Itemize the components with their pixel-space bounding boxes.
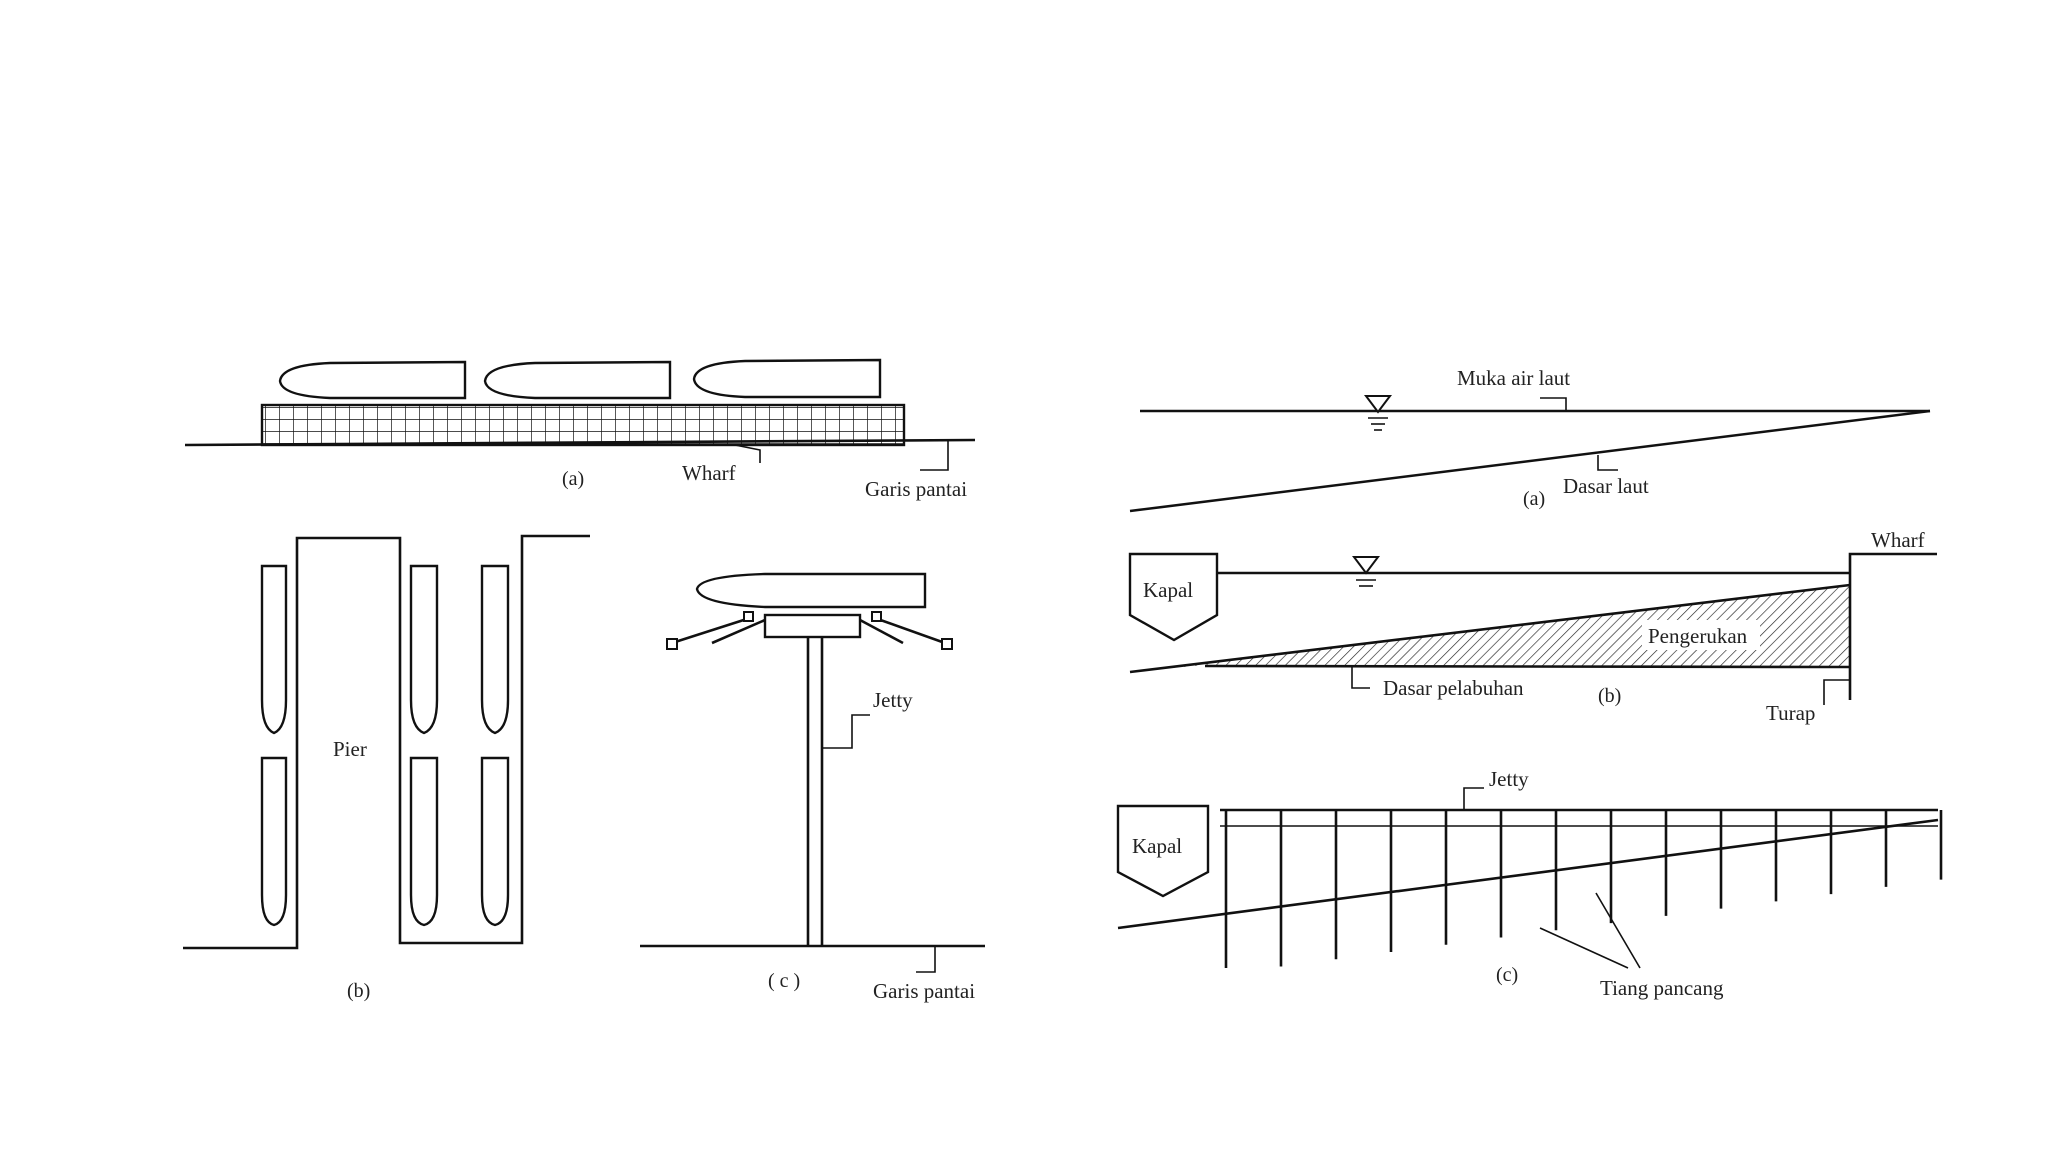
pile-group bbox=[1224, 810, 1943, 968]
mooring-line-2 bbox=[711, 618, 766, 645]
ship-hull-3 bbox=[692, 358, 882, 399]
sheet-pile-leader bbox=[1823, 679, 1850, 705]
ship-pier-1 bbox=[260, 564, 288, 735]
dredging-label-bg bbox=[1642, 620, 1760, 650]
harbor-bed-label: Dasar pelabuhan bbox=[1383, 676, 1524, 700]
pile-leader-1 bbox=[1539, 927, 1629, 969]
water-level-symbol bbox=[1364, 395, 1392, 414]
ship-pier-3 bbox=[409, 564, 439, 735]
seabed-leader bbox=[1597, 455, 1618, 471]
pier-label: Pier bbox=[333, 737, 367, 761]
dredging-label: Pengerukan bbox=[1648, 624, 1748, 648]
sea-level-leader bbox=[1540, 397, 1567, 411]
left-panel-c: Jetty ( c ) Garis pantai bbox=[640, 572, 985, 1003]
original-seabed-b bbox=[1129, 583, 1851, 674]
right-panel-a: Muka air laut Dasar laut (a) bbox=[1129, 366, 1931, 513]
mooring-line-4 bbox=[859, 618, 904, 645]
bollard-2 bbox=[871, 611, 882, 622]
seabed-line bbox=[1129, 409, 1931, 513]
mooring-line-1 bbox=[671, 615, 754, 645]
caption-right-c: (c) bbox=[1496, 964, 1518, 986]
ship-jetty bbox=[695, 572, 927, 609]
seabed-line-c bbox=[1117, 818, 1939, 930]
left-panel-b: Pier (b) bbox=[183, 534, 590, 1002]
ship-label-b: Kapal bbox=[1143, 578, 1193, 602]
jetty-leader bbox=[822, 714, 870, 749]
mooring-dolphin-2 bbox=[941, 638, 953, 650]
mooring-dolphin-1 bbox=[666, 638, 678, 650]
wharf-structure bbox=[260, 403, 906, 447]
pier-outline bbox=[183, 534, 590, 950]
jetty-leader-c bbox=[1463, 787, 1484, 810]
wharf-wall bbox=[1848, 552, 1937, 700]
mooring-line-3 bbox=[871, 615, 946, 645]
wharf-label: Wharf bbox=[682, 461, 736, 485]
ship-pier-4 bbox=[409, 756, 439, 927]
jetty-label: Jetty bbox=[873, 688, 913, 712]
ship-pier-5 bbox=[480, 564, 510, 735]
ship-profile-c bbox=[1116, 804, 1210, 898]
wharf-label-b: Wharf bbox=[1871, 528, 1925, 552]
harbor-bed-leader bbox=[1351, 666, 1370, 689]
ship-label-c: Kapal bbox=[1132, 834, 1182, 858]
caption-right-b: (b) bbox=[1598, 685, 1621, 707]
ship-hull-2 bbox=[483, 360, 672, 400]
ship-profile-b bbox=[1128, 552, 1219, 642]
shoreline-leader bbox=[920, 440, 949, 471]
shoreline bbox=[184, 438, 976, 447]
ship-hull-1 bbox=[278, 360, 467, 400]
sea-level-label: Muka air laut bbox=[1457, 366, 1570, 390]
caption-left-c: ( c ) bbox=[768, 970, 800, 992]
right-panel-b: Kapal Wharf Pengerukan Dasar pelabuhan (… bbox=[1128, 528, 1937, 725]
shoreline-leader-c bbox=[916, 946, 936, 973]
shoreline-label-c: Garis pantai bbox=[873, 979, 975, 1003]
ship-pier-6 bbox=[480, 756, 510, 927]
jetty-label-c: Jetty bbox=[1489, 767, 1529, 791]
wharf-leader bbox=[734, 444, 761, 463]
left-panel-a: (a) Wharf Garis pantai bbox=[184, 358, 976, 501]
caption-right-a: (a) bbox=[1523, 488, 1545, 510]
bollard-1 bbox=[743, 611, 754, 622]
jetty-head bbox=[763, 613, 862, 639]
sheet-pile-label: Turap bbox=[1766, 701, 1815, 725]
caption-left-a: (a) bbox=[562, 468, 584, 490]
harbor-bed-line bbox=[1204, 664, 1851, 669]
right-panel-c: Kapal Jetty (c) Tiang pancang bbox=[1116, 767, 1943, 1000]
caption-left-b: (b) bbox=[347, 980, 370, 1002]
water-level-symbol-b bbox=[1352, 556, 1380, 575]
pile-leader-2 bbox=[1595, 892, 1641, 969]
seabed-label: Dasar laut bbox=[1563, 474, 1649, 498]
shoreline-label-a: Garis pantai bbox=[865, 477, 967, 501]
piles-label: Tiang pancang bbox=[1600, 976, 1724, 1000]
ship-pier-2 bbox=[260, 756, 288, 927]
